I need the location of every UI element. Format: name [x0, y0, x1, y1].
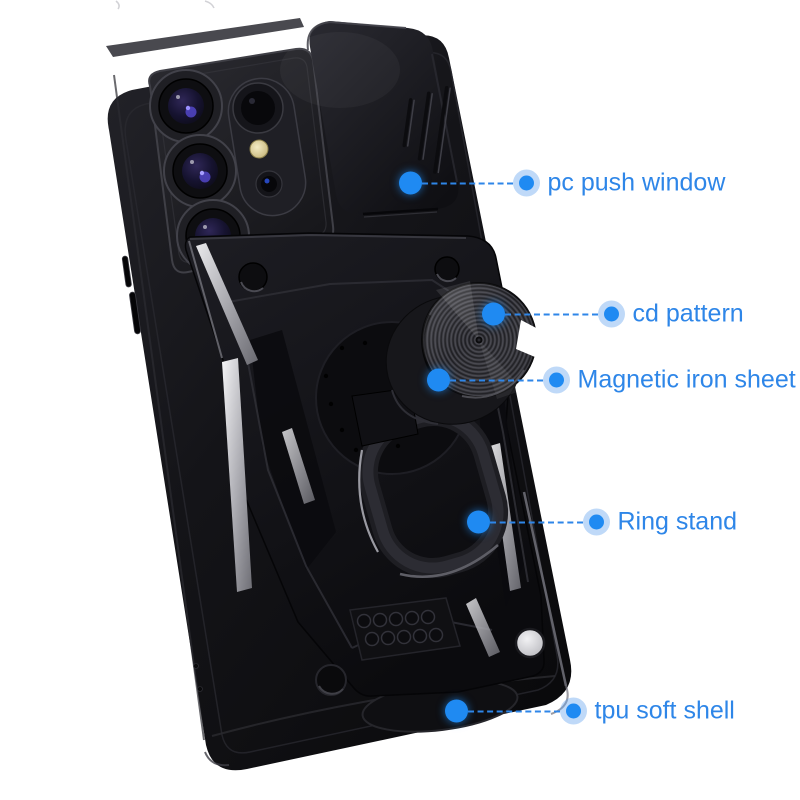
leader-line — [489, 521, 583, 523]
target-dot — [426, 368, 450, 392]
slide-cover-grip-lines — [402, 86, 451, 174]
mic-hole — [193, 663, 199, 669]
camera-lens-2 — [163, 134, 237, 208]
callout-tpu-soft-shell: tpu soft shell — [444, 696, 735, 726]
callout-label: cd pattern — [632, 299, 744, 328]
marker-dot — [542, 366, 570, 394]
camera-slide-cover — [280, 20, 459, 218]
plate-corner-hole — [434, 256, 460, 283]
flash-led — [249, 139, 269, 159]
marker-dot — [597, 300, 625, 328]
target-dot — [466, 510, 490, 534]
leader-line — [467, 710, 560, 712]
callout-ring-stand: Ring stand — [466, 507, 738, 537]
camera-lens-1 — [149, 69, 223, 143]
screw-silver — [514, 627, 546, 659]
camera-island — [148, 47, 335, 274]
callout-label: pc push window — [547, 168, 726, 197]
case-top-bevel — [106, 18, 304, 57]
camera-lens-wide — [232, 82, 284, 134]
mic-hole — [197, 686, 203, 692]
leader-line — [421, 182, 513, 184]
screw-dark — [315, 664, 347, 696]
marker-dot — [512, 169, 540, 197]
leader-line — [504, 313, 598, 315]
callout-magnetic-iron-sheet: Magnetic iron sheet — [426, 365, 796, 395]
callout-pc-push-window: pc push window — [398, 168, 726, 198]
target-dot — [444, 699, 468, 723]
mount-dots — [323, 340, 401, 453]
target-dot — [481, 302, 505, 326]
side-button-slot — [121, 255, 132, 288]
camera-lens-small — [255, 170, 283, 198]
cd-pattern-disc — [385, 281, 542, 425]
disc-notch — [516, 320, 542, 357]
plate-corner-hole — [238, 262, 268, 293]
honeycomb-pattern — [349, 597, 461, 661]
top-edge-artifacts — [115, 0, 215, 10]
callout-label: Ring stand — [617, 507, 738, 536]
target-dot — [398, 171, 422, 195]
side-button-slot — [129, 291, 141, 335]
leader-line — [449, 379, 543, 381]
callout-cd-pattern: cd pattern — [481, 299, 744, 329]
marker-dot — [559, 697, 587, 725]
callout-label: Magnetic iron sheet — [577, 365, 796, 394]
callout-label: tpu soft shell — [594, 696, 735, 725]
marker-dot — [582, 508, 610, 536]
